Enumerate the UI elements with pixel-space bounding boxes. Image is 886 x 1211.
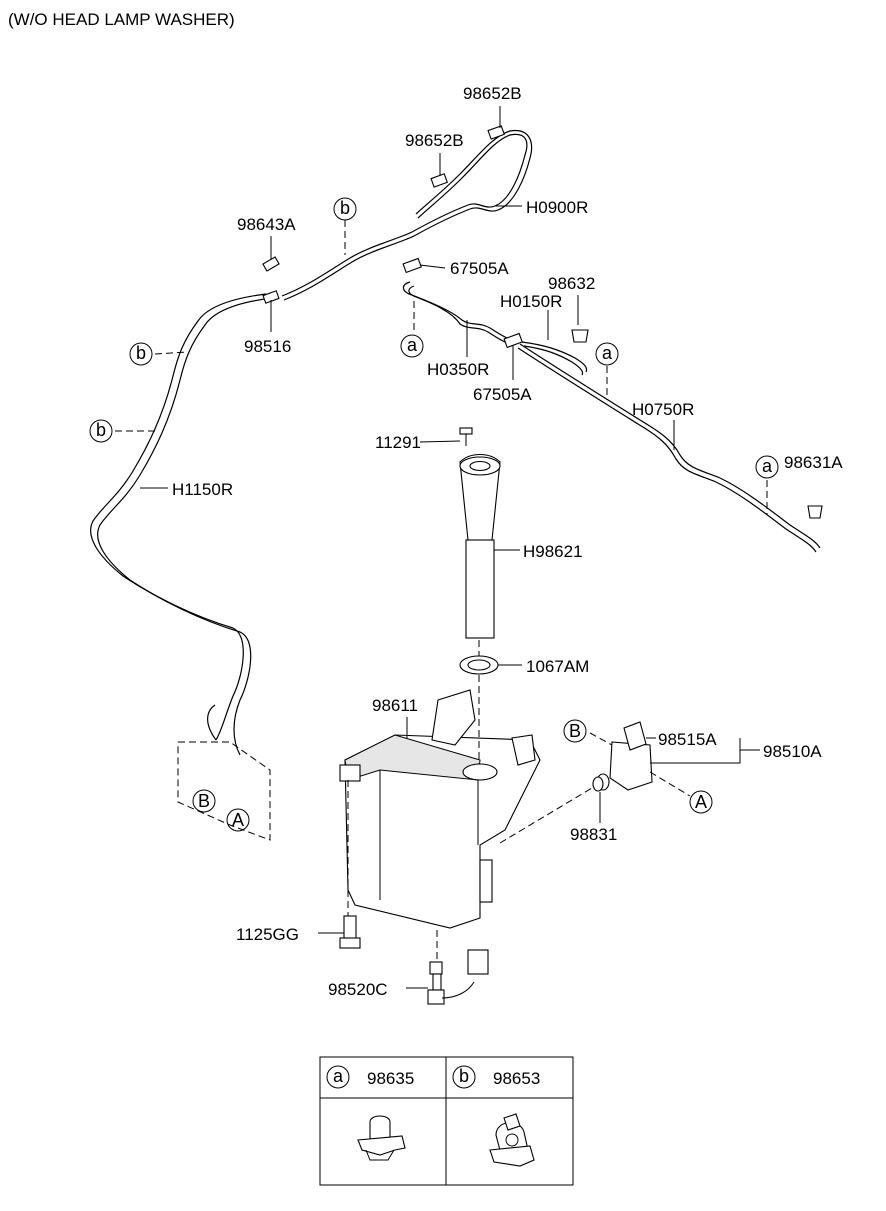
clip-98653-image [489, 1113, 535, 1167]
hose-h1150r [90, 293, 273, 756]
bolt-11291 [459, 427, 473, 446]
svg-text:b: b [340, 198, 350, 218]
bolt-1125gg [339, 915, 361, 949]
label-h98621: H98621 [523, 542, 583, 561]
hose-h0750r [517, 343, 821, 553]
label-h0350r: H0350R [427, 360, 489, 379]
label-h1150r: H1150R [172, 480, 233, 499]
svg-text:b: b [136, 343, 146, 363]
callout-b-low: b [89, 419, 113, 443]
callout-b-mid: b [129, 342, 153, 366]
nozzle-98632 [571, 329, 589, 343]
legend-b-symbol: b [459, 1066, 469, 1086]
label-h0150r: H0150R [500, 292, 562, 311]
label-h0900r: H0900R [526, 198, 588, 217]
callout-b-top: b [333, 197, 357, 221]
callout-A-left: A [226, 808, 250, 832]
legend-b-part: 98653 [493, 1069, 540, 1088]
clip-98652b-mid [430, 173, 448, 188]
callout-a-h0350r: a [400, 334, 424, 358]
dashed-lines [115, 220, 768, 960]
callout-B-left: B [192, 789, 216, 813]
svg-text:B: B [198, 791, 210, 811]
label-98510a: 98510A [763, 742, 822, 761]
svg-text:A: A [695, 792, 707, 812]
hose-h0150r [521, 341, 588, 376]
label-98643a: 98643A [237, 215, 296, 234]
svg-text:a: a [407, 335, 418, 355]
svg-text:a: a [762, 456, 773, 476]
connector-67505a-top [402, 257, 422, 274]
connector-98516 [262, 290, 280, 304]
label-98611: 98611 [372, 696, 418, 715]
label-98652b-top: 98652B [463, 84, 522, 103]
label-98631a: 98631A [784, 453, 843, 472]
label-67505a-top: 67505A [450, 259, 509, 278]
label-98831: 98831 [570, 825, 617, 844]
label-1067am: 1067AM [526, 657, 589, 676]
hose-h0350r [402, 281, 513, 345]
clip-98635-image [357, 1115, 406, 1161]
callout-B-right: B [563, 719, 587, 743]
label-98520c: 98520C [328, 980, 388, 999]
label-98652b-mid: 98652B [405, 131, 464, 150]
legend-a-part: 98635 [367, 1069, 414, 1088]
svg-text:b: b [96, 420, 106, 440]
label-98515a: 98515A [658, 730, 717, 749]
nozzle-98631a [807, 505, 823, 519]
connector-67505a-bot [503, 332, 523, 349]
callout-a-98631a: a [755, 455, 779, 479]
label-98516: 98516 [244, 337, 291, 356]
label-h0750r: H0750R [632, 400, 694, 419]
svg-text:A: A [232, 810, 244, 830]
label-11291: 11291 [375, 433, 421, 452]
label-98632: 98632 [548, 274, 595, 293]
reservoir-98611 [339, 689, 541, 929]
callout-a-h0750r: a [595, 342, 619, 366]
connector-98643a [262, 256, 280, 272]
clip-98652b-top [487, 125, 505, 140]
legend-b: b 98653 [452, 1065, 540, 1089]
pump-98510a [592, 721, 653, 792]
sensor-98520c [427, 949, 489, 1005]
callout-circles: b b b a a a B A [89, 197, 779, 832]
diagram-title: (W/O HEAD LAMP WASHER) [8, 10, 235, 29]
label-1125gg: 1125GG [236, 925, 299, 944]
legend-a-symbol: a [333, 1066, 344, 1086]
label-67505a-bot: 67505A [473, 385, 532, 404]
hose-upper [281, 129, 533, 301]
svg-text:B: B [569, 721, 581, 741]
filler-neck-h98621 [459, 453, 501, 639]
leader-lines [140, 106, 760, 989]
gasket-1067am [459, 655, 499, 675]
callout-A-right: A [689, 790, 713, 814]
svg-text:a: a [602, 343, 613, 363]
legend-table: a 98635 b 98653 [319, 1056, 574, 1186]
part-labels: 98652B 98652B H0900R 98643A 67505A 98632… [172, 84, 843, 999]
legend-a: a 98635 [326, 1065, 414, 1089]
